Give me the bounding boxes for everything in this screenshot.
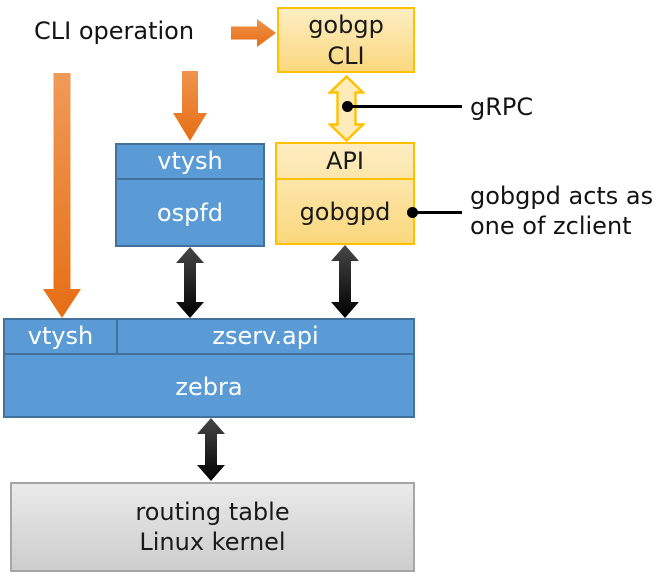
black-double-arrow-icon (197, 418, 225, 481)
zebra-vtysh-cell: vtysh (5, 320, 118, 353)
gobgpd-box-api-header: API (277, 144, 413, 180)
zebra-top-row: vtysh zserv.api (5, 320, 413, 355)
zclient-note-line2: one of zclient (470, 212, 632, 240)
grpc-connector-line (347, 105, 462, 108)
ospfd-box: vtysh ospfd (115, 143, 265, 247)
kernel-line2: Linux kernel (139, 528, 286, 556)
zebra-zserv-api-cell: zserv.api (212, 322, 319, 350)
zclient-note: gobgpd acts as one of zclient (470, 181, 653, 241)
gobgpd-box: API gobgpd (275, 142, 415, 245)
kernel-line1: routing table (135, 498, 290, 526)
zebra-label: zebra (175, 372, 243, 401)
zclient-connector-line (412, 211, 462, 214)
zclient-note-line1: gobgpd acts as (470, 182, 654, 210)
ospfd-box-vtysh-header: vtysh (117, 145, 263, 180)
kernel-box: routing table Linux kernel (10, 482, 415, 572)
cli-operation-label: CLI operation (34, 17, 195, 45)
zebra-box: vtysh zserv.api zebra (3, 318, 415, 418)
grpc-label: gRPC (470, 93, 534, 121)
gobgp-cli-line1: gobgp (308, 11, 384, 39)
gobgp-cli-line2: CLI (327, 42, 365, 70)
ospfd-label: ospfd (156, 198, 224, 227)
orange-arrow-down-icon (173, 71, 207, 141)
orange-arrow-right-icon (231, 19, 276, 47)
gobgp-cli-box: gobgp CLI (277, 7, 415, 73)
orange-arrow-down-long-icon (43, 73, 81, 318)
black-double-arrow-icon (331, 245, 359, 318)
gobgpd-label: gobgpd (299, 197, 391, 226)
black-double-arrow-icon (176, 247, 204, 318)
